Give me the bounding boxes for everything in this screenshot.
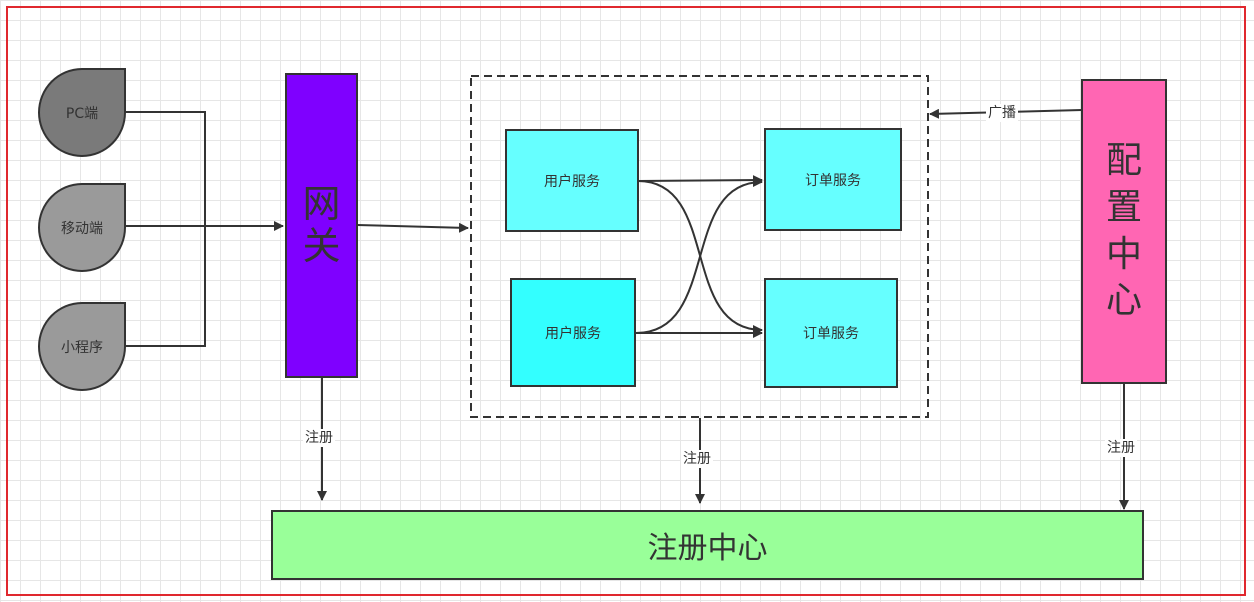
client-mini-program: 小程序 [38, 302, 126, 391]
client-pc-label: PC端 [65, 105, 99, 122]
gateway-label-line2: 关 [302, 223, 341, 268]
registry-center-label: 注册中心 [647, 531, 768, 566]
config-center-char-4: 心 [1105, 280, 1142, 322]
client-mini-program-label: 小程序 [61, 339, 103, 356]
edge-gateway-to-services [356, 222, 469, 233]
edge-user-bottom-to-order-top [635, 177, 763, 334]
client-mobile: 移动端 [38, 183, 126, 272]
config-center-char-1: 配 [1105, 139, 1142, 181]
order-service-top-label: 订单服务 [805, 172, 861, 189]
services-register-label: 注册 [681, 450, 713, 468]
user-service-bottom-label: 用户服务 [545, 325, 601, 342]
service-group-container [470, 75, 929, 418]
config-center-char-3: 中 [1105, 233, 1142, 275]
order-service-bottom-label: 订单服务 [803, 326, 859, 342]
canvas-frame [6, 6, 1246, 596]
gateway-register-label: 注册 [303, 429, 335, 447]
user-service-bottom: 用户服务 [510, 278, 636, 387]
registry-center: 注册中心 [271, 510, 1144, 580]
gateway-label-line1: 网 [302, 181, 341, 226]
config-center-char-2: 置 [1105, 186, 1142, 228]
client-mobile-label: 移动端 [61, 220, 103, 237]
config-center: 配 置 中 心 [1081, 79, 1167, 384]
edge-pc-to-gateway [125, 111, 206, 226]
user-service-top: 用户服务 [505, 129, 639, 232]
edge-user-top-to-order-top [637, 175, 763, 186]
client-pc: PC端 [38, 68, 126, 157]
edge-miniprogram-to-gateway [125, 226, 206, 347]
broadcast-label: 广播 [986, 104, 1018, 122]
order-service-bottom: 订单服务 [764, 278, 898, 388]
user-service-top-label: 用户服务 [544, 173, 600, 190]
order-service-top: 订单服务 [764, 128, 902, 231]
config-register-label: 注册 [1105, 439, 1137, 457]
gateway: 网 关 [285, 73, 358, 378]
